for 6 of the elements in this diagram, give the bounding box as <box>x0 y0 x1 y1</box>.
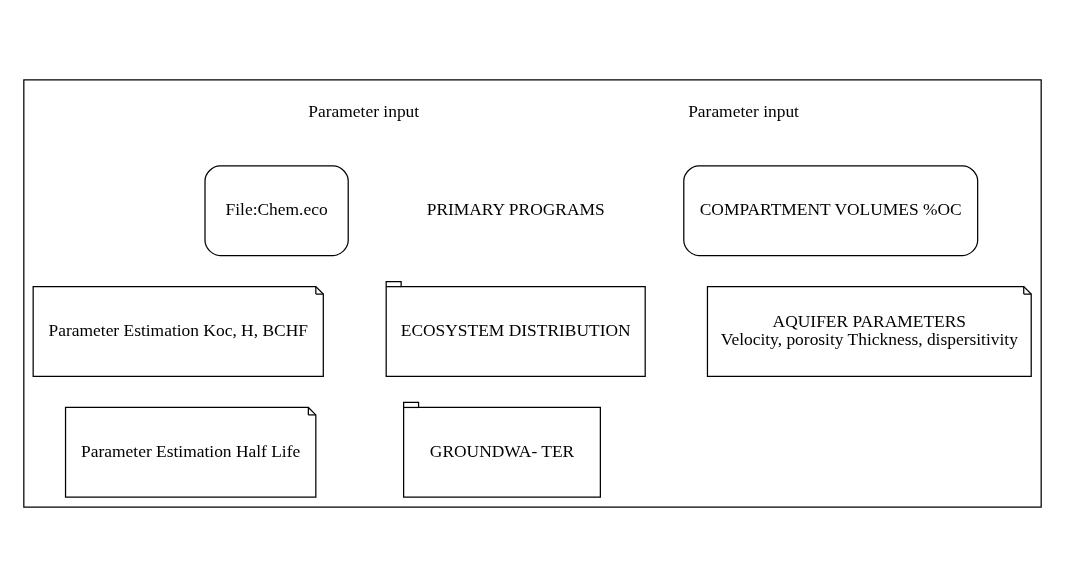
node-box: COMPARTMENT VOLUMES %OC <box>683 164 979 256</box>
label: Parameter input <box>308 100 420 121</box>
label: PRIMARY PROGRAMS <box>426 198 605 219</box>
cluster <box>23 78 1042 508</box>
node-box: File:Chem.eco <box>204 164 349 256</box>
label: Parameter input <box>688 100 799 121</box>
